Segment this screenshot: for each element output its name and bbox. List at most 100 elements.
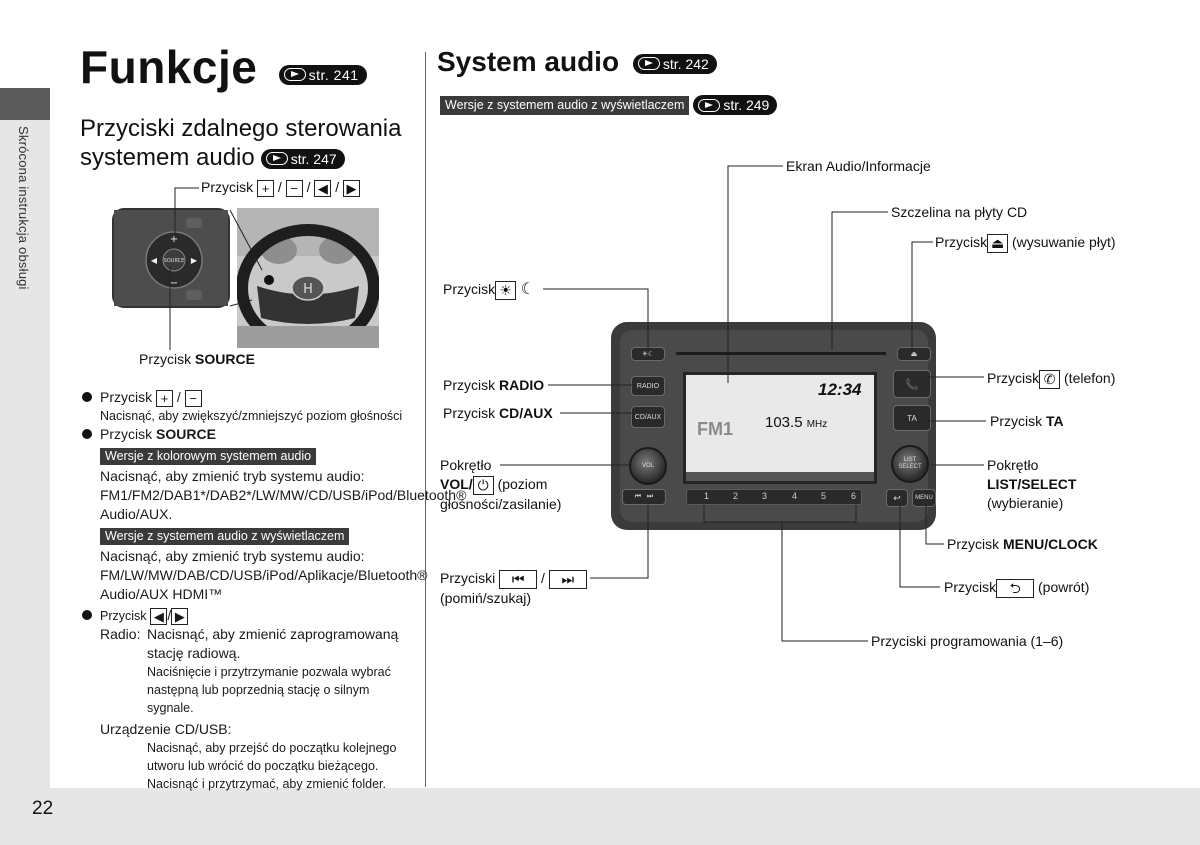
remote-control-illustration: SOURCE + − ◀ ▶ bbox=[114, 210, 228, 306]
label-eject-prefix: Przycisk bbox=[935, 234, 988, 250]
list-item-source: Przycisk SOURCE bbox=[80, 425, 415, 444]
radio-hold-description: Naciśnięcie i przytrzymanie pozwala wybr… bbox=[147, 665, 391, 715]
label-cd-slot: Szczelina na płyty CD bbox=[891, 204, 1028, 220]
footer-band bbox=[0, 788, 1200, 845]
label-skip: Przyciski ⏮ / ⏭ (pomiń/szukaj) bbox=[440, 569, 587, 608]
arrow-right-icon bbox=[637, 57, 660, 71]
label-ta-prefix: Przycisk bbox=[990, 413, 1043, 429]
list-select-knob[interactable]: LIST SELECT bbox=[891, 445, 929, 483]
audio-section-title: System audio str. 242 bbox=[437, 46, 717, 78]
steering-wheel-photo: H bbox=[237, 208, 379, 348]
label-eject-suffix: (wysuwanie płyt) bbox=[1012, 234, 1116, 250]
svg-text:−: − bbox=[170, 278, 178, 289]
vol-knob-label: VOL bbox=[641, 462, 654, 469]
preset-6[interactable]: 6 bbox=[851, 491, 857, 501]
label-list-line3: (wybieranie) bbox=[987, 495, 1064, 511]
label-ta-bold: TA bbox=[1046, 413, 1064, 429]
label-vol-line2: VOL/⏻ (poziom bbox=[440, 475, 561, 495]
display-audio-tag: Wersje z systemem audio z wyświetlaczem bbox=[100, 528, 350, 545]
color-audio-tag: Wersje z kolorowym systemem audio bbox=[100, 448, 317, 465]
section-ref-link[interactable]: str. 247 bbox=[260, 148, 345, 169]
radio-row: Radio: Nacisnąć, aby zmienić zaprogramow… bbox=[80, 625, 415, 663]
label-back: Przycisk⮌ (powrót) bbox=[944, 578, 1089, 598]
page-number: 22 bbox=[32, 798, 54, 819]
svg-text:▶: ▶ bbox=[191, 256, 198, 265]
day-night-button[interactable]: ☀☾ bbox=[631, 347, 665, 361]
label-radio: Przycisk RADIO bbox=[443, 376, 544, 395]
preset-buttons[interactable] bbox=[686, 489, 862, 505]
preset-3[interactable]: 3 bbox=[762, 491, 768, 501]
audio-ref-text: str. 242 bbox=[662, 55, 709, 72]
label-phone-prefix: Przycisk bbox=[987, 370, 1040, 386]
minus-key-icon: − bbox=[184, 389, 202, 407]
label-list-line1: Pokrętło bbox=[987, 457, 1039, 473]
phone-icon: ✆ bbox=[1039, 369, 1061, 389]
display-version-ref-link[interactable]: str. 249 bbox=[693, 95, 778, 115]
menu-clock-button[interactable]: MENU bbox=[912, 489, 936, 507]
display-version-ref-text: str. 249 bbox=[723, 97, 770, 113]
screen-clock: 12:34 bbox=[818, 380, 862, 399]
section-tab bbox=[0, 88, 50, 120]
section-heading-line2-text: systemem audio bbox=[80, 144, 255, 171]
preset-4[interactable]: 4 bbox=[792, 491, 798, 501]
label-day-night-prefix: Przycisk bbox=[443, 281, 496, 297]
page-title-text: Funkcje bbox=[80, 41, 258, 93]
ta-button[interactable]: TA bbox=[893, 405, 931, 431]
remote-button-descriptions: Przycisk + / − Nacisnąć, aby zwiększyć/z… bbox=[80, 388, 466, 793]
callout-source-button: Przycisk SOURCE bbox=[139, 351, 255, 367]
label-cdaux-prefix: Przycisk bbox=[443, 405, 496, 421]
skip-buttons[interactable]: ⏮ ⏭ bbox=[622, 489, 666, 505]
label-screen: Ekran Audio/Informacje bbox=[786, 158, 931, 174]
label-vol-line2-rest: (poziom bbox=[497, 476, 548, 492]
page-title: Funkcje str. 241 bbox=[80, 40, 367, 94]
minus-key-icon: − bbox=[285, 179, 303, 197]
preset-5[interactable]: 5 bbox=[821, 491, 827, 501]
label-radio-bold: RADIO bbox=[499, 377, 545, 393]
screen-frequency: 103.5 MHz bbox=[765, 414, 827, 431]
phone-button[interactable]: 📞 bbox=[893, 370, 931, 398]
radio-description: Nacisnąć, aby zmienić zaprogramowaną sta… bbox=[147, 626, 399, 661]
side-section-label: Skrócona instrukcja obsługi bbox=[16, 126, 31, 290]
label-back-prefix: Przycisk bbox=[944, 579, 997, 595]
audio-ref-link[interactable]: str. 242 bbox=[632, 53, 717, 74]
band-number: 1 bbox=[723, 419, 734, 439]
preset-2[interactable]: 2 bbox=[733, 491, 739, 501]
callout-source-bold: SOURCE bbox=[195, 351, 255, 367]
back-button[interactable]: ↩ bbox=[886, 489, 908, 507]
source-bullet-bold: SOURCE bbox=[156, 426, 216, 442]
radio-button-label: RADIO bbox=[636, 382, 660, 390]
preset-1[interactable]: 1 bbox=[704, 491, 710, 501]
plus-key-icon: + bbox=[156, 389, 174, 407]
radio-button[interactable]: RADIO bbox=[631, 376, 665, 396]
svg-text:H: H bbox=[303, 282, 313, 297]
arrow-bullet-prefix: Przycisk bbox=[100, 609, 147, 623]
page-ref-link[interactable]: str. 241 bbox=[278, 64, 367, 85]
vol-description: Nacisnąć, aby zwiększyć/zmniejszyć pozio… bbox=[100, 409, 403, 423]
svg-text:◀: ◀ bbox=[151, 256, 158, 265]
callout-remote-label: Przycisk bbox=[201, 179, 254, 195]
source-bullet-prefix: Przycisk bbox=[100, 426, 153, 442]
svg-text:+: + bbox=[170, 234, 178, 245]
left-key-icon: ◀ bbox=[150, 607, 168, 625]
callout-remote-buttons: Przycisk + / − / ◀ / ▶ bbox=[201, 179, 361, 197]
label-presets: Przyciski programowania (1–6) bbox=[871, 633, 1064, 649]
arrow-right-icon bbox=[265, 152, 288, 166]
cdaux-button[interactable]: CD/AUX bbox=[631, 406, 665, 428]
display-version-row: Wersje z systemem audio z wyświetlaczem … bbox=[440, 95, 778, 115]
power-icon: ⏻ bbox=[472, 475, 494, 495]
display-version-tag: Wersje z systemem audio z wyświetlaczem bbox=[440, 95, 690, 115]
band-label: FM bbox=[697, 419, 723, 439]
label-back-suffix: (powrót) bbox=[1038, 579, 1090, 595]
section-heading-line1: Przyciski zdalnego sterowania bbox=[80, 115, 402, 142]
eject-icon: ⏏ bbox=[987, 233, 1009, 253]
label-list-bold: LIST/SELECT bbox=[987, 476, 1077, 492]
list-knob-label: LIST SELECT bbox=[898, 457, 922, 470]
skip-forward-icon: ⏭ bbox=[548, 569, 587, 589]
right-key-icon: ▶ bbox=[171, 607, 189, 625]
svg-text:SOURCE: SOURCE bbox=[164, 258, 185, 264]
vol-power-knob[interactable]: VOL bbox=[629, 447, 667, 485]
eject-button[interactable]: ⏏ bbox=[897, 347, 931, 361]
display-audio-description: Nacisnąć, aby zmienić tryb systemu audio… bbox=[100, 548, 428, 602]
left-key-icon: ◀ bbox=[314, 179, 332, 197]
